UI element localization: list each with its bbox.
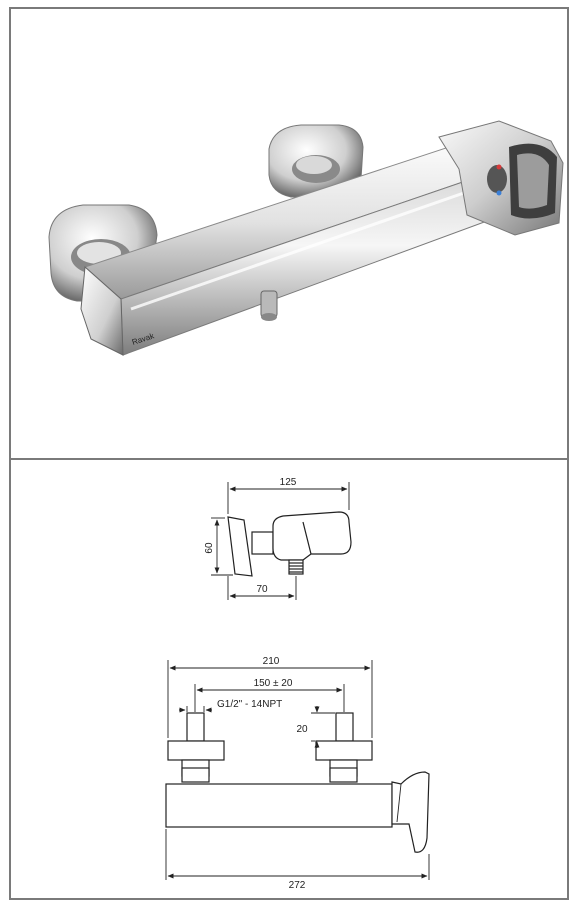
hose-outlet bbox=[260, 290, 278, 321]
side-body bbox=[272, 511, 352, 561]
connection-spacing-label: 150 ± 20 bbox=[254, 678, 293, 689]
hot-indicator bbox=[496, 164, 502, 170]
side-height-dimension bbox=[211, 517, 233, 576]
thread-dimension bbox=[179, 706, 212, 713]
side-rosette bbox=[227, 516, 253, 577]
front-body-width-dimension bbox=[167, 660, 373, 738]
cold-indicator bbox=[496, 190, 502, 196]
product-photo: Ravak bbox=[48, 120, 564, 356]
total-width-label: 272 bbox=[289, 880, 306, 891]
right-eccentric-nut bbox=[335, 712, 354, 742]
front-body-width-label: 210 bbox=[263, 656, 280, 667]
connection-spacing-dimension bbox=[194, 684, 345, 712]
shower-holder bbox=[438, 120, 564, 236]
side-outlet-label: 70 bbox=[256, 584, 268, 595]
connector-depth-dimension bbox=[311, 706, 335, 748]
mixer-body: Ravak bbox=[80, 144, 491, 356]
front-holder bbox=[391, 771, 430, 853]
connector-depth-label: 20 bbox=[296, 724, 308, 735]
technical-drawing: 125 60 70 210 150 bbox=[165, 477, 430, 891]
front-view bbox=[165, 712, 430, 853]
back-wall-rosette bbox=[268, 124, 364, 198]
right-rosette bbox=[315, 740, 373, 761]
sheet-frame bbox=[9, 7, 569, 900]
left-eccentric-nut bbox=[186, 712, 205, 742]
side-outlet-dimension bbox=[227, 576, 297, 600]
side-depth-dimension bbox=[227, 482, 350, 514]
thread-label: G1/2" - 14NPT bbox=[217, 699, 282, 710]
total-width-dimension bbox=[165, 829, 430, 880]
side-depth-label: 125 bbox=[280, 477, 297, 488]
side-view bbox=[227, 511, 352, 577]
left-rosette bbox=[167, 740, 225, 761]
side-height-label: 60 bbox=[204, 542, 215, 554]
front-body bbox=[165, 783, 393, 828]
section-divider bbox=[9, 458, 569, 460]
